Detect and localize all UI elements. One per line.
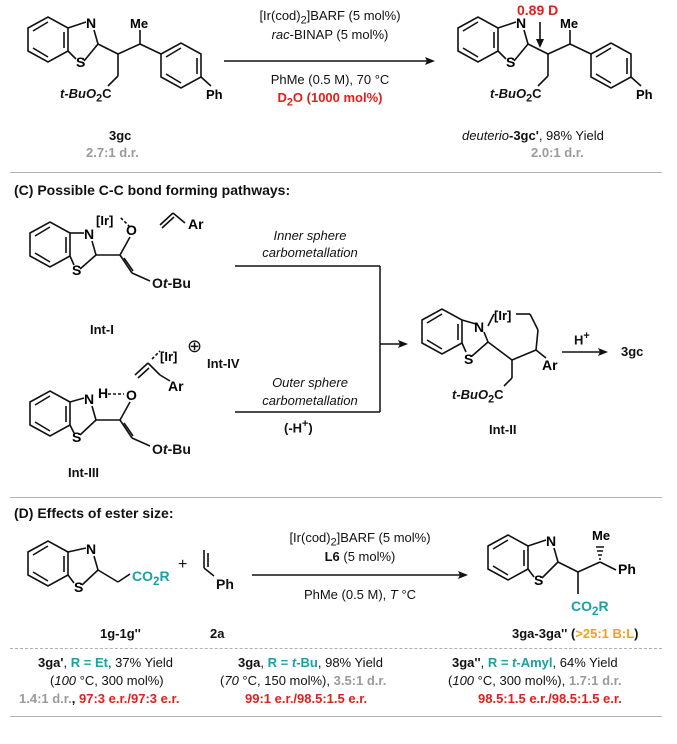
int-iii-otbu: Ot-Bu: [152, 441, 191, 457]
outer-sphere-line2: carbometallation: [262, 393, 358, 408]
product-3ga-label: 3ga-3ga'' (>25:1 B:L): [512, 626, 639, 641]
styrene-2a-label: 2a: [210, 626, 225, 641]
inner-sphere-line2: carbometallation: [262, 245, 358, 260]
result-3ga-line3: 99:1 e.r./98.5:1.5 e.r.: [245, 691, 368, 706]
plus-sign: +: [178, 556, 188, 573]
hplus-arrow: [562, 348, 608, 356]
product-3ga-ph-label: Ph: [618, 561, 636, 577]
product-3ga-n-atom: N: [546, 533, 556, 549]
result-3ga-dprime-line1: 3ga'', R = t-Amyl, 64% Yield: [452, 655, 618, 670]
int-iii-structure: N S H O: [29, 385, 151, 447]
int-iii-s-atom: S: [72, 429, 81, 445]
conditions-d-solvent: PhMe (0.5 M), T °C: [303, 587, 417, 602]
result-3ga-prime-line1: 3ga', R = Et, 37% Yield: [38, 655, 173, 670]
divider-bottom: [10, 716, 662, 717]
outer-sphere-line1: Outer sphere: [272, 375, 348, 390]
int-ii-label: Int-II: [489, 422, 517, 437]
int-i-s-atom: S: [72, 262, 81, 278]
result-3ga-line2: (70 °C, 150 mol%), 3.5:1 d.r.: [220, 673, 387, 688]
int-ii-s-atom: S: [464, 351, 473, 367]
product-me-label: Me: [560, 16, 578, 31]
reactant-1g-s-atom: S: [74, 579, 83, 595]
product-n-atom: N: [516, 15, 526, 31]
reactant-3gc-label: 3gc: [109, 128, 132, 143]
styrene-ph-label: Ph: [216, 576, 234, 592]
int-iii-h-atom: H: [98, 385, 108, 401]
section-c-title: (C) Possible C-C bond forming pathways:: [14, 182, 291, 198]
int-iii-n-atom: N: [84, 391, 94, 407]
reactant-1g-label: 1g-1g'': [100, 626, 141, 641]
reactant-1g-co2r: CO2R: [132, 568, 170, 588]
conditions-d-catalyst: [Ir(cod)2]BARF (5 mol%): [289, 530, 431, 549]
product-deuterio-label: deuterio-3gc', 98% Yield: [462, 128, 604, 143]
int-ii-ir-label: [Ir]: [494, 308, 511, 323]
result-3ga-r: R = t-Bu: [267, 655, 318, 670]
int-iv-ar-label: Ar: [168, 378, 184, 394]
int-i-n-atom: N: [84, 226, 94, 242]
reactant-dr: 2.7:1 d.r.: [86, 145, 139, 160]
int-ii-ester-label: t-BuO2C: [452, 387, 504, 406]
reactant-me-label: Me: [130, 16, 148, 31]
result-3ga-dprime-line2: (100 °C, 300 mol%), 1.7:1 d.r.: [448, 673, 622, 688]
int-ii-n-atom: N: [474, 319, 484, 335]
conditions-d2o: D2O (1000 mol%): [277, 90, 383, 109]
reactant-ph-label: Ph: [206, 87, 223, 102]
int-iii-o-atom: O: [126, 387, 137, 403]
product-3ga-structure: N S Me Ph: [487, 528, 636, 594]
divider-c-d: [10, 497, 662, 498]
conditions-solvent: PhMe (0.5 M), 70 °C: [270, 72, 390, 87]
result-3ga-dprime-line3: 98.5:1.5 e.r./98.5:1.5 e.r.: [478, 691, 622, 706]
int-i-structure: N S [Ir] O Ar: [29, 212, 204, 282]
int-iv-plus-charge: ⊕: [187, 336, 203, 356]
product-ester-label: t-BuO2C: [490, 86, 542, 105]
divider-b-c: [10, 172, 662, 173]
int-i-o-atom: O: [126, 222, 137, 238]
reactant-n-atom: N: [86, 15, 96, 31]
minus-h-label: (-H+): [284, 418, 313, 436]
reactant-s-atom: S: [76, 54, 85, 70]
int-iv-structure: [Ir] Ar: [134, 349, 184, 394]
int-i-ir-label: [Ir]: [96, 213, 113, 228]
int-ii-ar-label: Ar: [542, 357, 558, 373]
result-3ga-line1: 3ga, R = t-Bu, 98% Yield: [238, 655, 383, 670]
hplus-label: H+: [574, 330, 590, 348]
int-iv-ir-label: [Ir]: [160, 349, 177, 364]
reaction-arrow-d: [252, 571, 468, 579]
int-i-ar-label: Ar: [188, 216, 204, 232]
int-i-label: Int-I: [90, 322, 114, 337]
result-3ga-prime-line2: (100 °C, 300 mol%): [50, 673, 164, 688]
reactant-3gc-structure: N S Me Ph: [27, 15, 223, 102]
product-ph-label: Ph: [636, 87, 653, 102]
inner-sphere-line1: Inner sphere: [273, 228, 347, 243]
reactant-ester-label: t-BuO2C: [60, 86, 112, 105]
result-3ga-prime-line3: 1.4:1 d.r., 97:3 e.r./97:3 e.r.: [19, 691, 180, 706]
product-3ga-me-label: Me: [592, 528, 610, 543]
pathway-lines: [235, 265, 408, 413]
reactant-1g-structure: N S: [27, 540, 131, 595]
reaction-arrow-b: [224, 57, 435, 65]
product-s-atom: S: [506, 54, 515, 70]
int-i-otbu: Ot-Bu: [152, 275, 191, 291]
product-3ga-s-atom: S: [534, 572, 543, 588]
conditions-ligand: rac-BINAP (5 mol%): [271, 27, 389, 42]
product-deuterio-structure: N S Me Ph: [457, 15, 653, 102]
section-d-title: (D) Effects of ester size:: [14, 505, 174, 521]
product-3ga-co2r: CO2R: [571, 598, 609, 618]
section-c-product: 3gc: [621, 344, 644, 359]
int-iv-label: Int-IV: [207, 356, 240, 371]
product-dr: 2.0:1 d.r.: [531, 145, 584, 160]
styrene-2a-structure: [203, 550, 215, 577]
divider-dashed: [10, 648, 662, 649]
result-3ga-dprime-r: R = t-Amyl: [487, 655, 553, 670]
int-iii-label: Int-III: [68, 465, 100, 480]
deuterium-incorporation: 0.89 D: [517, 2, 559, 18]
conditions-catalyst: [Ir(cod)2]BARF (5 mol%): [259, 8, 401, 27]
int-ii-structure: N S [Ir] Ar: [421, 308, 558, 387]
reactant-1g-n-atom: N: [86, 541, 96, 557]
conditions-d-ligand: L6 (5 mol%): [324, 549, 396, 564]
